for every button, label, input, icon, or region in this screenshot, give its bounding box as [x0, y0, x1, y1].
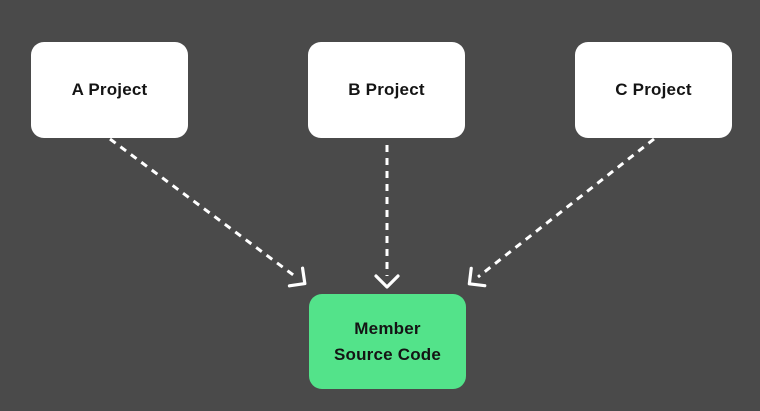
node-a-project: A Project	[31, 42, 188, 138]
edge-c-to-member	[467, 137, 655, 288]
node-member-source-code: Member Source Code	[309, 294, 466, 389]
node-member-source-code-label: Member Source Code	[333, 318, 442, 364]
node-b-project-label: B Project	[348, 80, 425, 99]
node-c-project-label: C Project	[615, 80, 692, 99]
edge-a-to-member	[109, 137, 307, 288]
node-c-project: C Project	[575, 42, 732, 138]
node-a-project-label: A Project	[71, 80, 148, 99]
node-b-project: B Project	[308, 42, 465, 138]
